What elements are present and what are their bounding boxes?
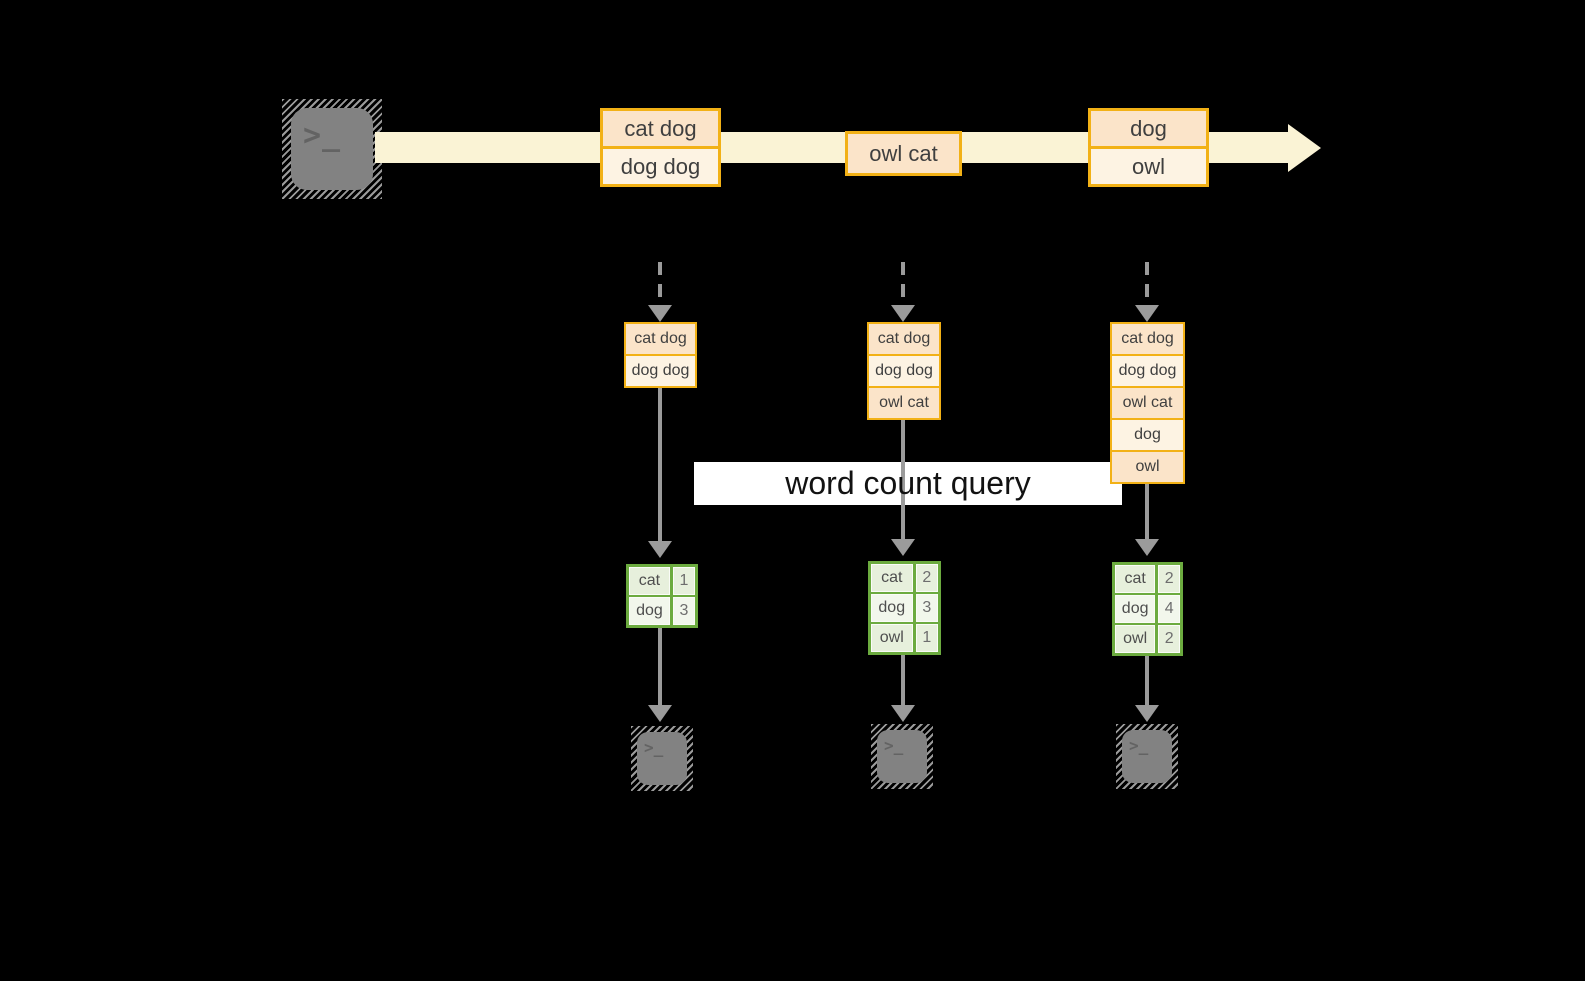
word-cell: cat	[1115, 565, 1159, 593]
table-row: owl 2	[1115, 623, 1180, 653]
source-terminal-icon: >_	[282, 99, 382, 199]
microbatch-stack-2: cat dog dog dog owl cat	[867, 322, 941, 420]
word-cell: cat	[629, 567, 673, 595]
stream-batch-2: owl cat	[845, 131, 962, 176]
table-row: cat 2	[871, 564, 938, 592]
arrow-line	[658, 386, 662, 542]
arrowhead-icon	[648, 541, 672, 558]
sink-terminal-icon-1: >_	[631, 726, 693, 791]
arrowhead-icon	[891, 305, 915, 322]
stream-arrowhead-icon	[1288, 124, 1321, 172]
table-row: cat 2	[1115, 565, 1180, 593]
batch-row: owl	[1091, 146, 1206, 184]
sink-terminal-icon-2: >_	[871, 724, 933, 789]
terminal-screen: >_	[291, 108, 373, 190]
arrowhead-icon	[891, 705, 915, 722]
arrow-line	[901, 418, 905, 540]
query-label-background	[694, 462, 1122, 505]
dashed-arrow-line	[1145, 262, 1149, 308]
count-cell: 3	[916, 594, 938, 622]
terminal-screen: >_	[877, 730, 927, 783]
count-cell: 1	[916, 624, 938, 652]
table-row: dog 4	[1115, 593, 1180, 623]
record-row: owl cat	[869, 386, 939, 418]
arrowhead-icon	[648, 705, 672, 722]
wordcount-table-2: cat 2 dog 3 owl 1	[868, 561, 941, 655]
arrowhead-icon	[1135, 539, 1159, 556]
word-cell: dog	[629, 597, 673, 625]
record-row: cat dog	[1112, 324, 1183, 354]
record-row: dog	[1112, 418, 1183, 450]
sink-terminal-icon-3: >_	[1116, 724, 1178, 789]
table-row: dog 3	[629, 595, 695, 625]
batch-row: dog	[1091, 111, 1206, 146]
count-cell: 2	[916, 564, 938, 592]
terminal-prompt-icon: >_	[884, 736, 904, 755]
word-cell: owl	[1115, 625, 1159, 653]
record-row: owl	[1112, 450, 1183, 482]
record-row: cat dog	[626, 324, 695, 354]
arrowhead-icon	[1135, 705, 1159, 722]
word-cell: owl	[871, 624, 916, 652]
count-cell: 2	[1158, 565, 1180, 593]
record-row: cat dog	[869, 324, 939, 354]
arrowhead-icon	[891, 539, 915, 556]
record-row: dog dog	[869, 354, 939, 386]
word-cell: cat	[871, 564, 916, 592]
batch-row: owl cat	[848, 134, 959, 173]
terminal-prompt-icon: >_	[644, 738, 664, 757]
arrow-line	[1145, 656, 1149, 706]
count-cell: 3	[673, 597, 695, 625]
count-cell: 4	[1158, 595, 1180, 623]
wordcount-table-3: cat 2 dog 4 owl 2	[1112, 562, 1183, 656]
arrow-line	[901, 655, 905, 706]
stream-batch-1: cat dog dog dog	[600, 108, 721, 187]
dashed-arrow-line	[901, 262, 905, 308]
dashed-arrow-line	[658, 262, 662, 308]
stream-batch-3: dog owl	[1088, 108, 1209, 187]
table-row: dog 3	[871, 592, 938, 622]
count-cell: 2	[1158, 625, 1180, 653]
terminal-prompt-icon: >_	[303, 118, 342, 153]
batch-row: cat dog	[603, 111, 718, 146]
count-cell: 1	[673, 567, 695, 595]
query-label: word count query	[785, 465, 1031, 501]
microbatch-stack-1: cat dog dog dog	[624, 322, 697, 388]
arrow-line	[1145, 482, 1149, 540]
batch-row: dog dog	[603, 146, 718, 184]
record-row: owl cat	[1112, 386, 1183, 418]
terminal-screen: >_	[1122, 730, 1172, 783]
arrowhead-icon	[1135, 305, 1159, 322]
word-cell: dog	[871, 594, 916, 622]
word-cell: dog	[1115, 595, 1159, 623]
wordcount-table-1: cat 1 dog 3	[626, 564, 698, 628]
microbatch-stack-3: cat dog dog dog owl cat dog owl	[1110, 322, 1185, 484]
table-row: cat 1	[629, 567, 695, 595]
terminal-screen: >_	[637, 732, 687, 785]
record-row: dog dog	[1112, 354, 1183, 386]
table-row: owl 1	[871, 622, 938, 652]
arrow-line	[658, 628, 662, 706]
arrowhead-icon	[648, 305, 672, 322]
record-row: dog dog	[626, 354, 695, 386]
terminal-prompt-icon: >_	[1129, 736, 1149, 755]
